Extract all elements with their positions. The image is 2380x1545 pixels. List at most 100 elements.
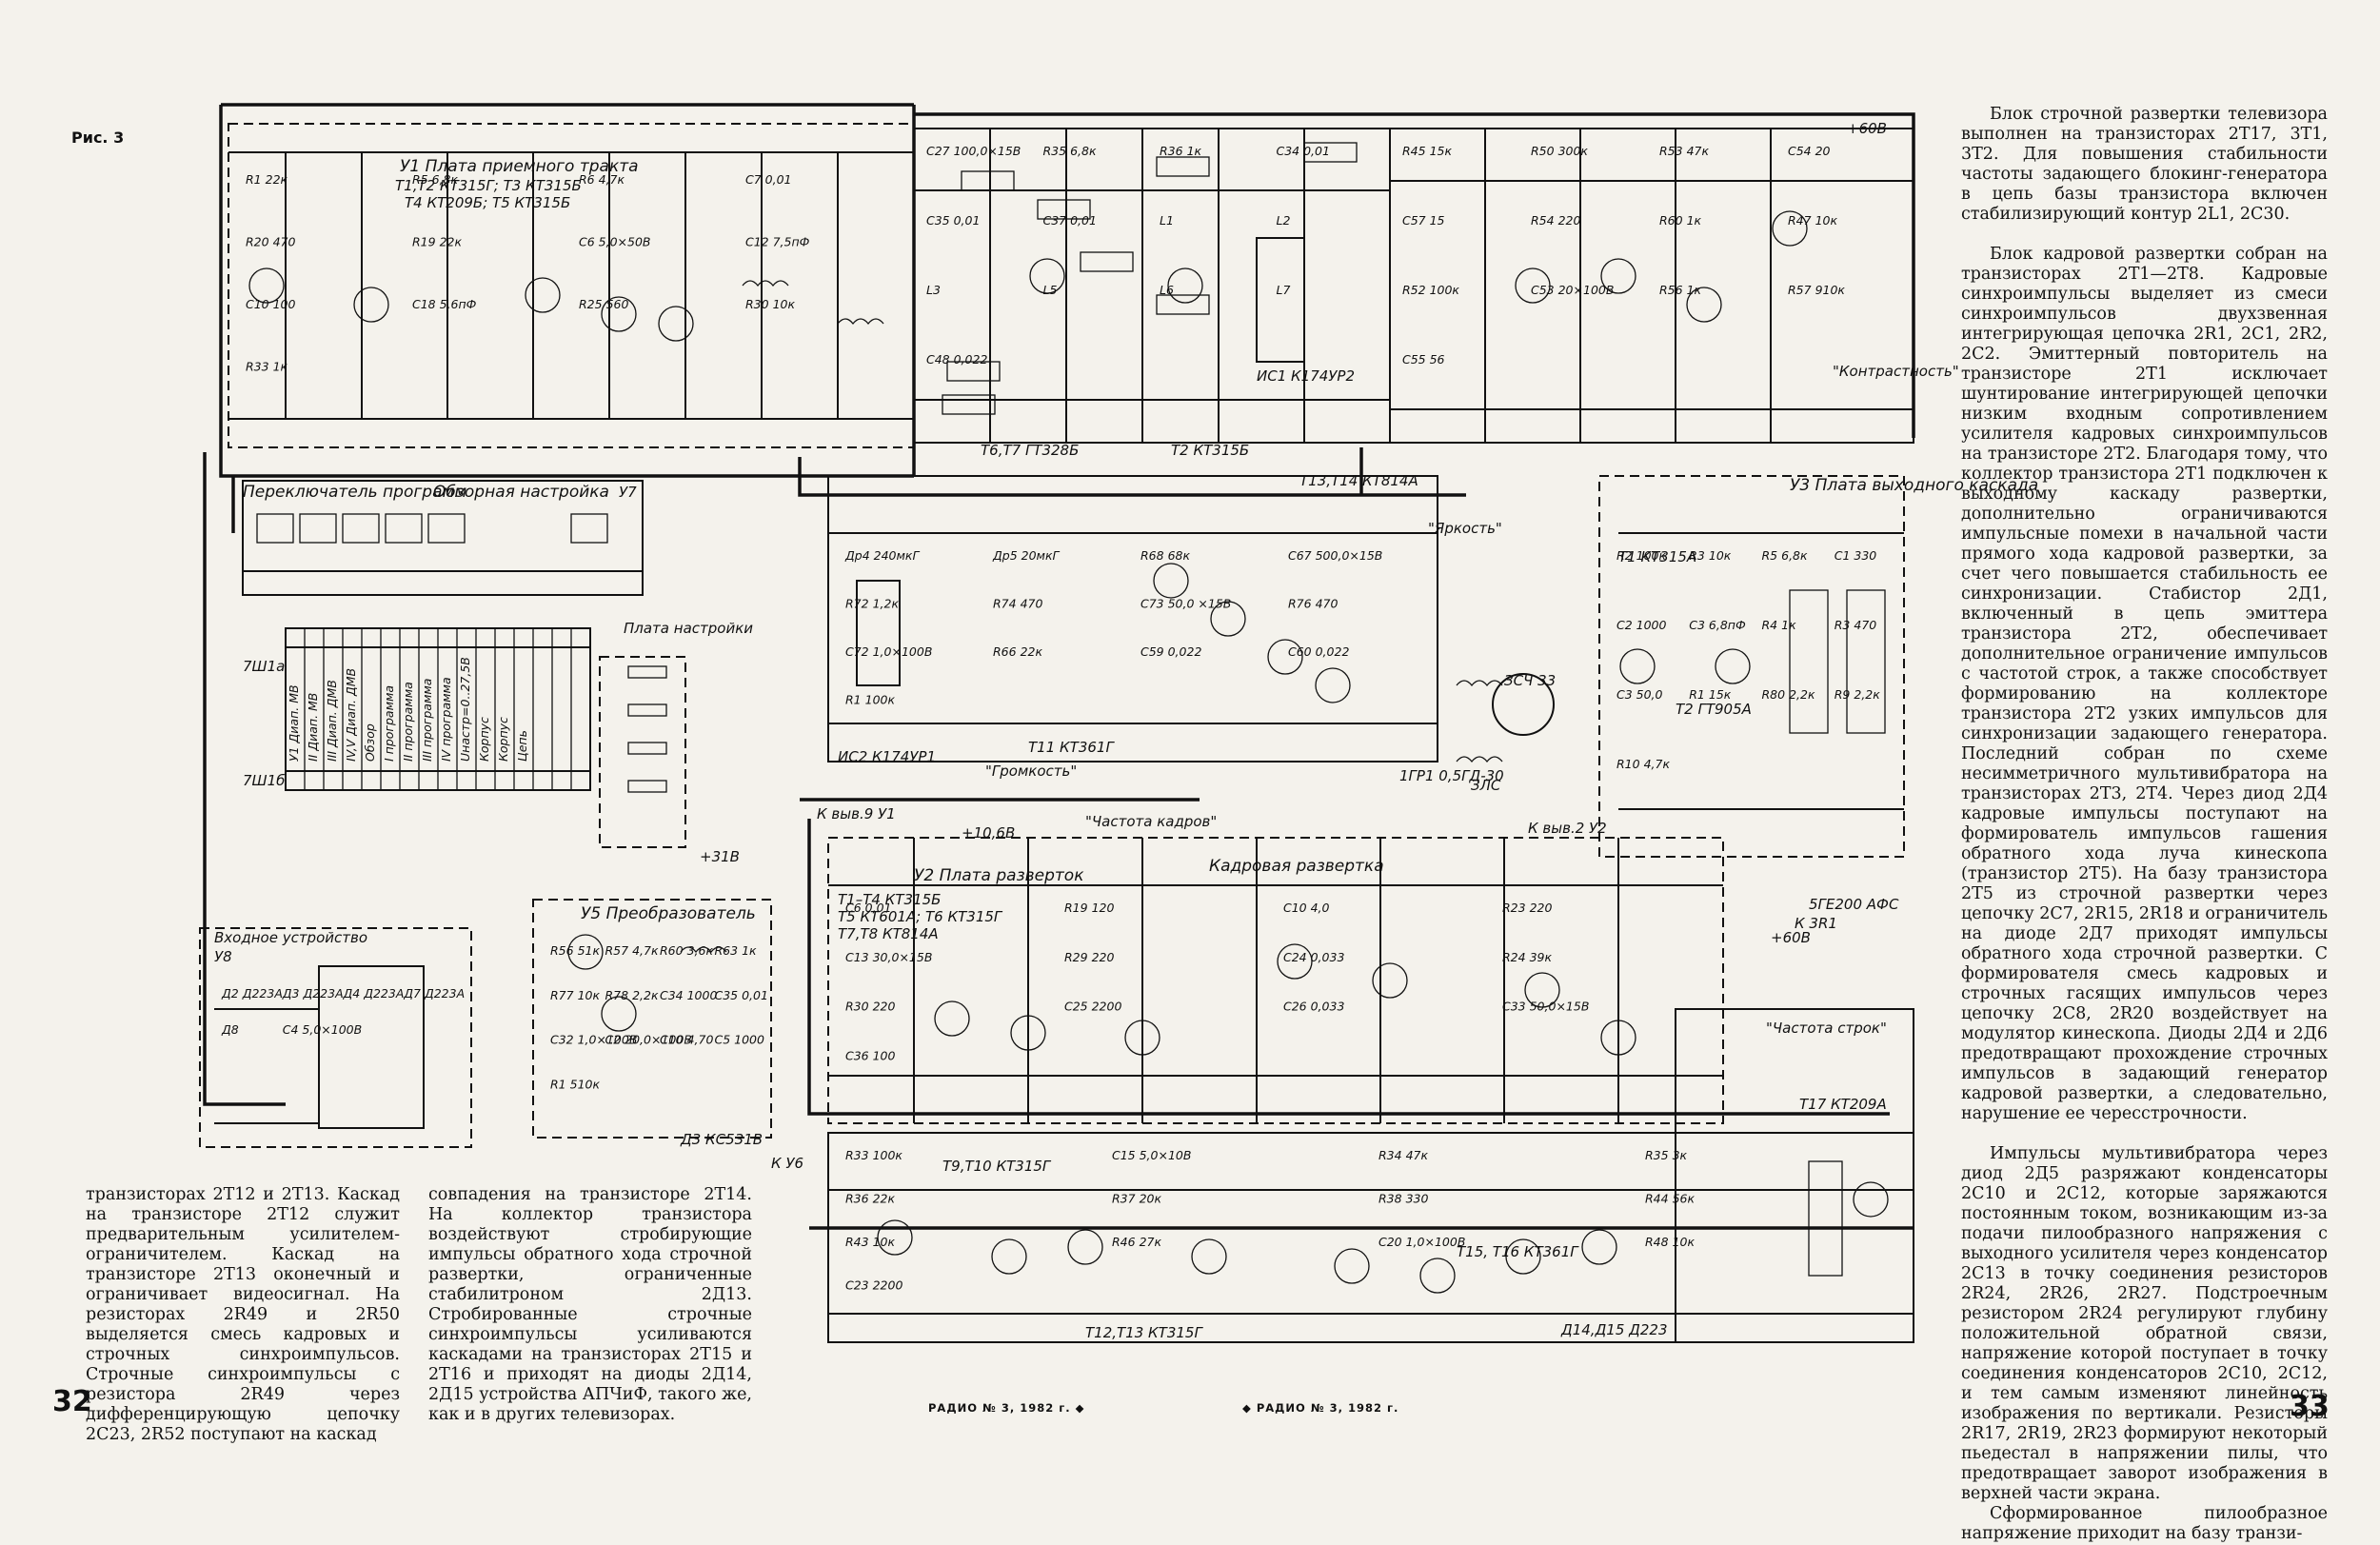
connector-name: 7Ш1а xyxy=(243,658,285,675)
part-label: R60 1к xyxy=(1659,213,1702,228)
bus-label: К У6 xyxy=(771,1155,803,1172)
part-label: R6 4,7к xyxy=(579,172,625,187)
bus-label: К выв.9 У1 xyxy=(817,805,896,822)
part-label: C34 1000 xyxy=(660,988,717,1002)
part-label: R54 220 xyxy=(1531,213,1580,228)
part-label: L6 xyxy=(1160,283,1174,297)
part-label: C7 0,01 xyxy=(745,172,792,187)
part-label: R80 2,2к xyxy=(1762,687,1815,702)
part-label: C53 20×100В xyxy=(1531,283,1614,297)
part-label: C72 1,0×100В xyxy=(845,644,932,659)
t15t16-label: Т15, Т16 КТ361Г xyxy=(1457,1243,1579,1260)
if-transistors xyxy=(1029,258,1203,304)
part-label: R56 1к xyxy=(1659,283,1702,297)
part-label: C10 100 xyxy=(246,297,296,311)
u3-outline xyxy=(1598,475,1905,858)
part-label: R25 560 xyxy=(579,297,628,311)
page-number-left: 32 xyxy=(52,1385,92,1418)
part-label: R38 330 xyxy=(1378,1192,1428,1206)
sound-transistors xyxy=(1153,563,1351,703)
part-label: R30 220 xyxy=(845,1000,895,1014)
part-label: R33 1к xyxy=(246,360,288,374)
part-label: R53 47к xyxy=(1659,144,1709,158)
bus-lower xyxy=(807,819,1890,1116)
part-label: R44 56к xyxy=(1645,1192,1695,1206)
t12t13-label: Т12,Т13 КТ315Г xyxy=(1085,1324,1203,1341)
part-label: R76 470 xyxy=(1288,597,1338,611)
ic2-label: ИС2 К174УР1 xyxy=(838,748,936,765)
connector-label: Цепь xyxy=(515,730,529,762)
part-label: R1 100к xyxy=(845,693,895,707)
program-switch-keys xyxy=(256,513,608,544)
part-label: R30 10к xyxy=(745,297,795,311)
part-label: R77 10к xyxy=(550,988,600,1002)
connector-label: II Диап. МВ xyxy=(306,693,320,762)
part-label: R50 300к xyxy=(1531,144,1588,158)
u2-transistors-a-label: Т1–Т4 КТ315Б xyxy=(838,891,941,908)
page-number-right: 33 xyxy=(2290,1390,2330,1423)
part-label: C27 100,0×15В xyxy=(926,144,1021,158)
part-label: C57 15 xyxy=(1402,213,1445,228)
part-label: C3 6,8пФ xyxy=(1689,618,1746,632)
part-label: R36 1к xyxy=(1160,144,1202,158)
part-label: Д7 Д223А xyxy=(403,986,465,1000)
u2-title-label: У2 Плата разверток xyxy=(914,866,1084,885)
u2-outline xyxy=(827,837,1724,1124)
frame-freq-control: "Частота кадров" xyxy=(1085,813,1217,830)
t17-label: Т17 КТ209А xyxy=(1799,1096,1887,1113)
connector-label: Корпус xyxy=(496,717,510,762)
part-label: R57 4,7к xyxy=(605,943,659,958)
part-label: L5 xyxy=(1043,283,1058,297)
u5-outline xyxy=(532,899,772,1139)
part-label: C48 0,022 xyxy=(926,352,987,366)
part-label: R46 27к xyxy=(1112,1235,1161,1249)
part-label: R56 51к xyxy=(550,943,600,958)
deflection-coils xyxy=(1456,680,1503,763)
line-gen-outline xyxy=(1675,1008,1914,1343)
u3-transistors xyxy=(1619,648,1751,684)
right-paragraph-1: Блок строчной развертки телевизора выпол… xyxy=(1961,105,2328,224)
u5-title-label: У5 Преобразователь xyxy=(581,904,756,923)
ztr-label: ЗСЧ 33 xyxy=(1504,672,1556,689)
u1-transistors-b-label: Т4 КТ209Б; Т5 КТ315Б xyxy=(405,194,570,211)
part-label: C6 5,0×50В xyxy=(579,235,651,249)
part-label: Др5 20мкГ xyxy=(992,548,1061,563)
part-label: R34 47к xyxy=(1378,1148,1428,1162)
part-label: C35 0,01 xyxy=(715,988,768,1002)
part-label: C59 0,022 xyxy=(1140,644,1201,659)
part-label: C37 0,01 xyxy=(1043,213,1097,228)
part-label: C5 1000 xyxy=(715,1033,765,1047)
part-label: C32 1,0×100В xyxy=(550,1033,637,1047)
u2-transistors-b-label: Т5 КТ601А; Т6 КТ315Г xyxy=(838,908,1003,925)
figure-label: Рис. 3 xyxy=(71,129,125,147)
part-label: C26 0,033 xyxy=(1283,1000,1344,1014)
t1-u3-label: Т1 КТ315А xyxy=(1618,548,1696,565)
u7-outline xyxy=(242,480,644,596)
part-label: R60 3,6к xyxy=(660,943,713,958)
connector-label: II программа xyxy=(401,682,415,762)
part-label: R36 22к xyxy=(845,1192,895,1206)
selector-ck-m23 xyxy=(318,965,425,1129)
u5-transistors xyxy=(567,934,637,1032)
part-label: Др4 240мкГ xyxy=(844,548,920,563)
part-label: R23 220 xyxy=(1502,901,1552,915)
part-label: R5 6,8к xyxy=(1762,548,1808,563)
connector-name: 7Ш1б xyxy=(243,772,285,789)
connector-label: Обзор xyxy=(363,723,377,762)
part-label: C35 0,01 xyxy=(926,213,980,228)
part-label: C54 20 xyxy=(1788,144,1831,158)
right-paragraph-2: Блок кадровой развертки собран на транзи… xyxy=(1961,245,2328,1123)
u3-transformers xyxy=(1789,589,1886,734)
part-label: R37 20к xyxy=(1112,1192,1161,1206)
right-paragraph-4: Сформированное пилообразное напряжение п… xyxy=(1961,1504,2328,1543)
part-label: R24 39к xyxy=(1502,950,1552,964)
part-label: R43 10к xyxy=(845,1235,895,1249)
part-label: C73 50,0 ×15В xyxy=(1140,597,1231,611)
line-gen-transistor xyxy=(1853,1181,1889,1218)
ic2-package xyxy=(856,580,901,686)
input-device-outline xyxy=(199,927,472,1148)
part-label: R48 10к xyxy=(1645,1235,1695,1249)
